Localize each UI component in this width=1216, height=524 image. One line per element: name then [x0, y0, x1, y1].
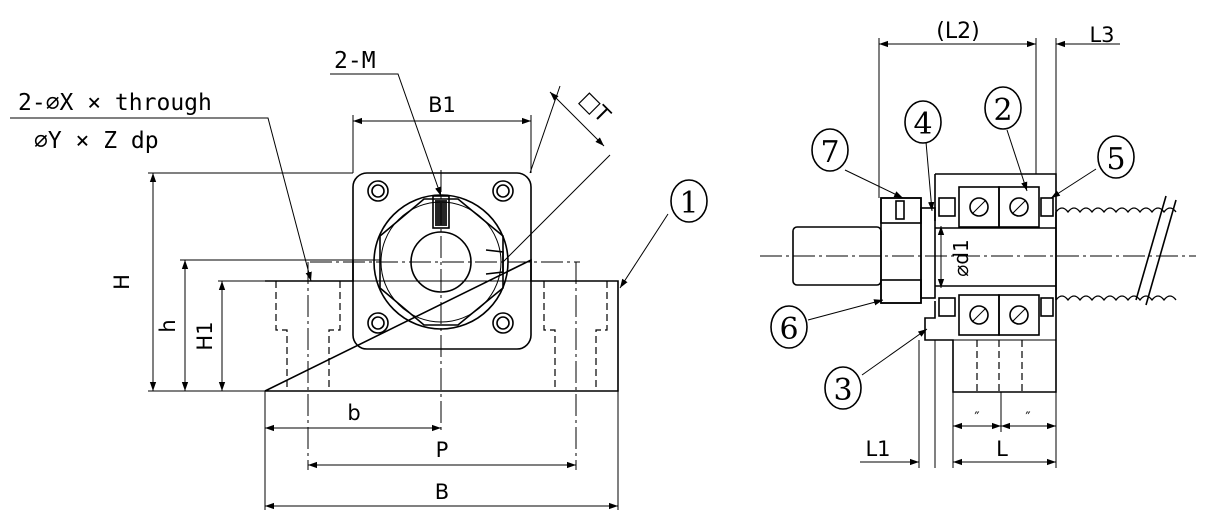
- bearing-right: [998, 186, 1040, 336]
- label-2M: 2-M: [334, 48, 376, 74]
- leader-balloon-7: [844, 169, 904, 199]
- leader-hole-spec: [10, 117, 312, 282]
- lock-nut-octagon: [379, 198, 504, 326]
- label-L2: (L2): [936, 19, 979, 44]
- seal-top: [1040, 197, 1054, 217]
- bolt-hole-bottom-right: [492, 312, 514, 334]
- base-hole-right: [543, 281, 608, 391]
- front-view: [264, 170, 619, 470]
- balloon-5: 5: [1097, 135, 1135, 179]
- leader-balloon-5: [1050, 168, 1097, 199]
- leader-balloon-1: [619, 213, 669, 289]
- bolt-hole-bottom-left: [367, 312, 389, 334]
- label-P: P: [436, 438, 449, 462]
- seal-bottom: [1040, 297, 1054, 317]
- label-b: b: [347, 401, 360, 425]
- tick-left: ″: [974, 410, 979, 426]
- label-L: L: [996, 437, 1008, 461]
- label-L1: L1: [865, 437, 890, 461]
- balloon-4: 4: [904, 100, 942, 144]
- bolt-hole-top-left: [367, 180, 389, 202]
- balloon-7: 7: [811, 128, 849, 172]
- balloon-5-number: 5: [1106, 142, 1125, 177]
- label-h: h: [156, 319, 180, 332]
- balloon-1: 1: [670, 179, 708, 223]
- label-B: B: [435, 480, 449, 504]
- hole-spec-line2: ⌀Y × Z dp: [34, 128, 159, 154]
- hole-spec-line1: 2-⌀X × through: [18, 90, 212, 116]
- lock-nut-bottom: [880, 279, 922, 304]
- dim-T-line: [549, 91, 605, 147]
- balloon-2: 2: [984, 86, 1022, 130]
- set-screw: [895, 200, 905, 220]
- base-hole-left: [275, 281, 341, 391]
- leader-2M: [330, 73, 442, 197]
- side-view: [760, 173, 1196, 393]
- label-L3: L3: [1089, 23, 1114, 47]
- balloon-7-number: 7: [820, 135, 839, 170]
- ball-screw-thread-top: [1055, 207, 1177, 214]
- front-dimensions: B1 H h H1 b P B □T 2-M 2-⌀X × through ⌀Y…: [10, 48, 669, 510]
- label-square-T: □T: [575, 87, 615, 127]
- lock-nut: [880, 197, 922, 304]
- collar: [920, 207, 936, 299]
- leader-balloon-4: [925, 141, 935, 212]
- label-B1: B1: [428, 93, 456, 117]
- housing-outline: [924, 173, 1057, 393]
- leader-balloon-6: [807, 299, 884, 321]
- label-d1: ⌀d1: [949, 239, 973, 276]
- break-line: [1145, 199, 1177, 306]
- balloon-4-number: 4: [913, 107, 932, 142]
- tick-right: ″: [1025, 410, 1030, 426]
- balloon-2-number: 2: [993, 93, 1012, 128]
- balloon-3: 3: [824, 366, 862, 410]
- balloon-6-number: 6: [779, 312, 798, 347]
- balloon-3-number: 3: [833, 373, 852, 408]
- ball-screw-thread-bottom: [1055, 295, 1177, 302]
- balloon-1-number: 1: [679, 186, 698, 221]
- label-H: H: [110, 274, 134, 290]
- balloon-6: 6: [770, 305, 808, 349]
- side-dimensions: (L2) L3 ⌀d1 L1 L ″ ″: [807, 19, 1120, 468]
- bolt-hole-top-right: [492, 180, 514, 202]
- leader-balloon-3: [861, 328, 928, 376]
- label-H1: H1: [193, 321, 217, 350]
- leader-balloon-2: [1006, 129, 1028, 192]
